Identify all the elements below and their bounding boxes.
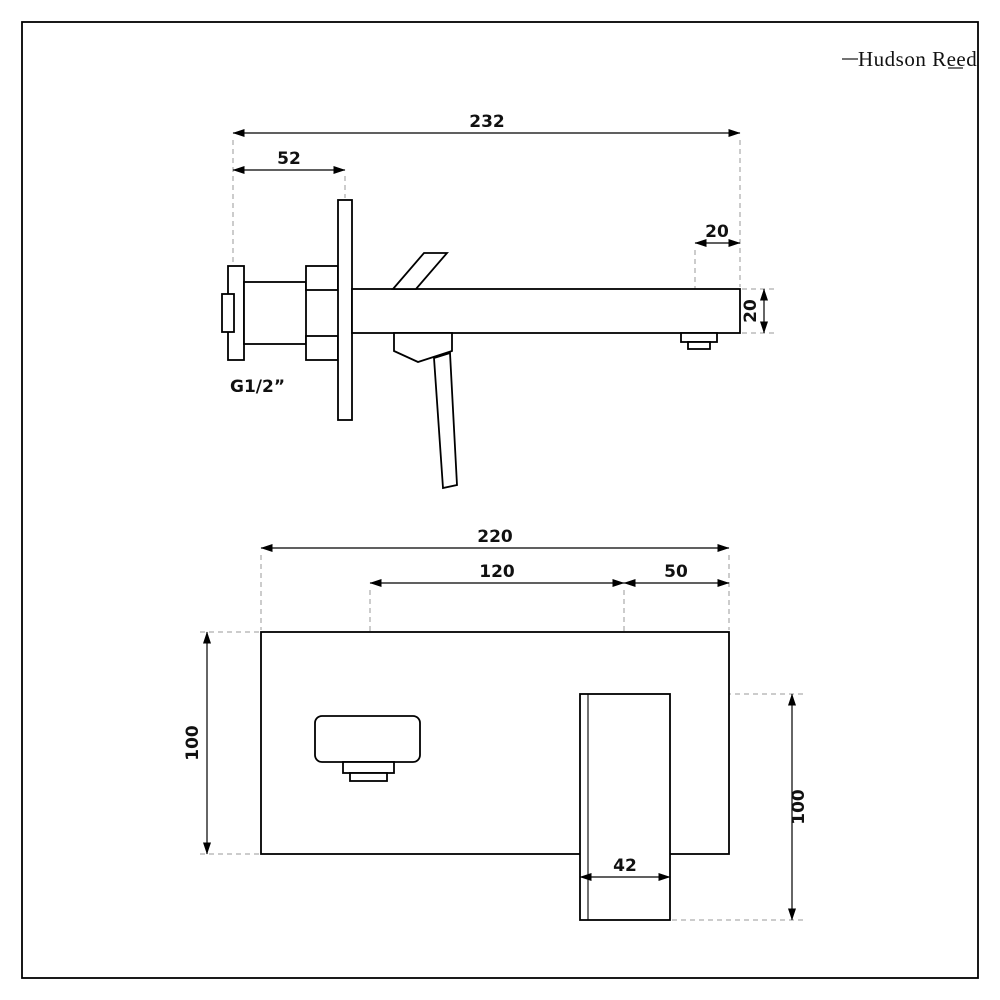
lever-arm	[433, 351, 458, 490]
dim-label-total-length: 232	[469, 112, 505, 132]
dim-label-handle-length: 100	[789, 789, 809, 825]
inlet-boss	[221, 293, 235, 333]
page-border	[21, 21, 979, 979]
lever-base	[393, 332, 453, 363]
dim-label-spout-to-handle: 120	[479, 562, 515, 582]
wall-plate-side	[337, 199, 353, 421]
valve-body	[243, 281, 307, 345]
aerator-step-outer	[680, 332, 718, 343]
spout-aerator-step-outer	[342, 761, 395, 774]
spout-front	[314, 715, 421, 763]
dim-label-wall-depth: 52	[277, 149, 301, 169]
dim-label-aerator-offset: 20	[705, 222, 729, 242]
lower-connector-stub	[305, 335, 339, 361]
dim-label-plate-width: 220	[477, 527, 513, 547]
spout-side	[351, 288, 741, 334]
aerator-step-inner	[687, 341, 711, 350]
brand-logo: Hudson Reed	[842, 47, 977, 71]
handle-front	[579, 693, 671, 921]
front-view: 220 120 50 100 100 42	[183, 527, 809, 921]
dim-label-plate-height: 100	[183, 725, 203, 761]
spout-aerator-step-inner	[349, 772, 388, 782]
side-view: 232 52 20 20 G1/2”	[221, 112, 774, 490]
brand-name: Hudson Reed	[858, 47, 977, 71]
lever-upper-section	[391, 252, 449, 290]
dim-label-handle-to-edge: 50	[664, 562, 688, 582]
thread-size-label: G1/2”	[230, 377, 285, 397]
dim-label-spout-height: 20	[741, 299, 761, 323]
upper-connector-stub	[305, 265, 339, 291]
dim-label-handle-width: 42	[613, 856, 637, 876]
